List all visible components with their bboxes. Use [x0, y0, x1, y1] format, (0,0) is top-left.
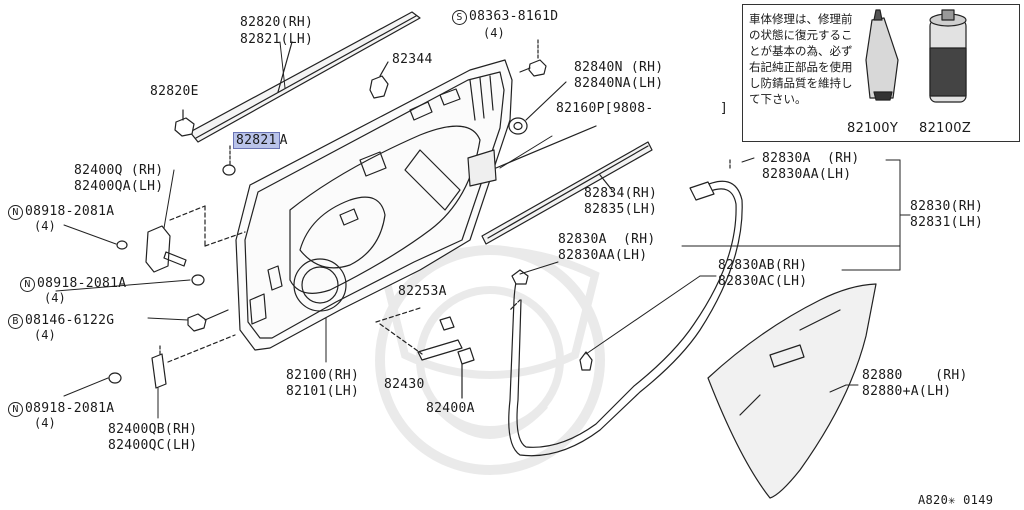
sealant-tube-image: [865, 9, 899, 101]
label-82100: 82100(RH): [286, 368, 360, 383]
label-82840n: 82840N (RH): [574, 60, 664, 75]
label-82100z: 82100Z: [919, 121, 972, 136]
label-82400qc: 82400QC(LH): [108, 438, 198, 453]
label-82820e: 82820E: [150, 84, 199, 99]
label-82840na: 82840NA(LH): [574, 76, 664, 91]
clip-82820e: [174, 109, 195, 137]
s-symbol: S: [452, 10, 467, 25]
nut-1-number: 08918-2081A: [25, 204, 115, 219]
repair-note-box: 車体修理は、修理前の状態に復元することが基本の為、必ず右記純正部品を使用し防錆品…: [742, 4, 1020, 142]
label-82830: 82830(RH): [910, 199, 984, 214]
hinge-upper: [116, 205, 246, 286]
hinge-lower: [108, 334, 236, 389]
label-82101: 82101(LH): [286, 384, 360, 399]
label-82430: 82430: [384, 377, 425, 392]
bolt-08146: [187, 309, 229, 332]
label-82400qa: 82400QA(LH): [74, 179, 164, 194]
label-82834: 82834(RH): [584, 186, 658, 201]
label-82400a: 82400A: [426, 401, 475, 416]
label-82830a-top: 82830A (RH): [762, 151, 860, 166]
n-symbol: N: [8, 402, 23, 417]
n-symbol: N: [20, 277, 35, 292]
label-82831: 82831(LH): [910, 215, 984, 230]
door-check-link: [375, 307, 475, 399]
nut-3-number: 08918-2081A: [25, 401, 115, 416]
label-82830ab: 82830AB(RH): [718, 258, 808, 273]
repair-note-text: 車体修理は、修理前の状態に復元することが基本の為、必ず右記純正部品を使用し防錆品…: [749, 12, 853, 106]
watermark-emblem: [375, 245, 605, 475]
label-82830a-mid: 82830A (RH): [558, 232, 656, 247]
label-82830aa-top: 82830AA(LH): [762, 167, 852, 182]
nut-3-qty: (4): [34, 416, 56, 430]
label-82100y: 82100Y: [847, 121, 899, 136]
label-82344: 82344: [392, 52, 433, 67]
label-82835: 82835(LH): [584, 202, 658, 217]
sealing-screen: [467, 125, 597, 187]
door-glass: [707, 283, 877, 499]
label-82253a: 82253A: [398, 284, 447, 299]
label-82821a-suffix: A: [279, 133, 288, 148]
label-82880: 82880 (RH): [862, 368, 968, 383]
label-82400qb: 82400QB(RH): [108, 422, 198, 437]
label-82830ac: 82830AC(LH): [718, 274, 808, 289]
label-82830aa-mid: 82830AA(LH): [558, 248, 648, 263]
grommet-82840n: [508, 81, 567, 135]
leader-lines: [55, 41, 911, 419]
label-82821-lh: 82821(LH): [240, 32, 314, 47]
window-molding-strip: [189, 11, 421, 143]
spray-can-image: [929, 9, 967, 103]
retainer-82821a: [222, 145, 236, 176]
n-symbol: N: [8, 205, 23, 220]
label-82160p-close: ]: [720, 101, 729, 116]
label-82400q: 82400Q (RH): [74, 163, 164, 178]
bolt-number: 08146-6122G: [25, 313, 115, 328]
nut-2-qty: (4): [44, 291, 66, 305]
label-82160p: 82160P[9808-: [556, 101, 654, 116]
screw-08363-qty: (4): [483, 26, 505, 40]
door-seal: [508, 159, 743, 457]
screw-08363-number: 08363-8161D: [469, 9, 559, 24]
reference-code: A820✳ 0149: [918, 493, 994, 507]
door-shell: [235, 59, 513, 351]
label-82880a: 82880+A(LH): [862, 384, 952, 399]
clip-82344: [369, 61, 389, 99]
nut-1-qty: (4): [34, 219, 56, 233]
screw-08363: [519, 39, 547, 77]
nut-2-number: 08918-2081A: [37, 276, 127, 291]
highlighted-part-number[interactable]: 82821: [233, 132, 280, 149]
b-symbol: B: [8, 314, 23, 329]
label-82820-rh: 82820(RH): [240, 15, 314, 30]
outer-weatherstrip: [481, 141, 653, 245]
bolt-qty: (4): [34, 328, 56, 342]
